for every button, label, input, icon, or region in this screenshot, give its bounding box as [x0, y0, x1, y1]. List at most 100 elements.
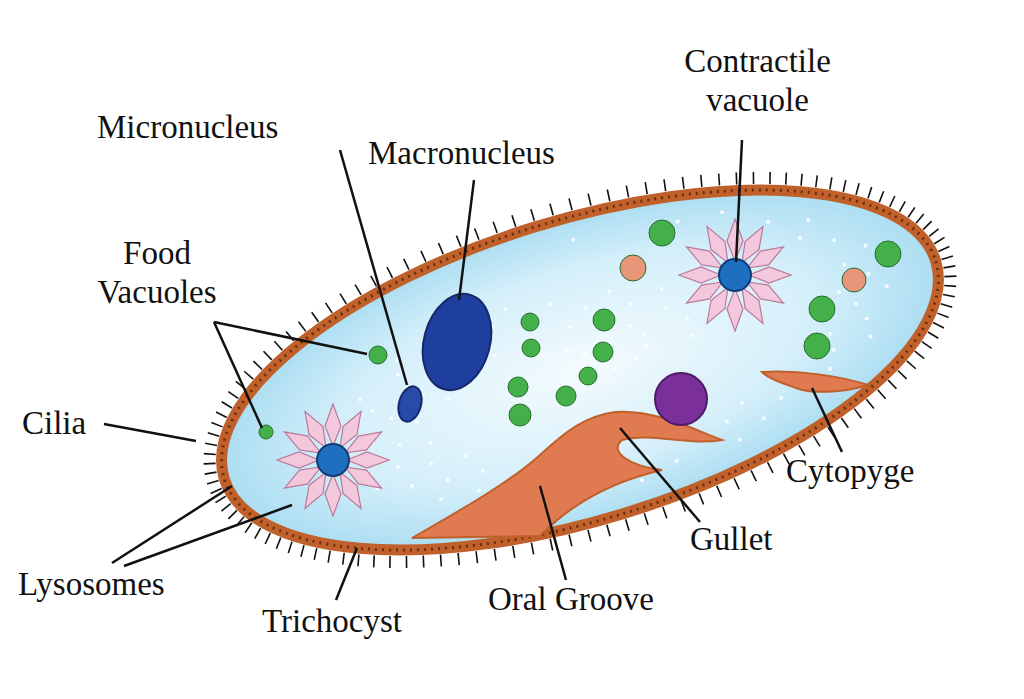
cilium: [274, 341, 282, 350]
vacuole-petal: [679, 267, 721, 283]
speck: [854, 302, 858, 306]
speck: [568, 325, 572, 329]
cilium: [358, 554, 359, 566]
cilium: [588, 194, 591, 206]
speck: [429, 441, 433, 445]
part-label: Macronucleus: [368, 134, 648, 173]
cilium: [734, 478, 739, 489]
cilium: [626, 186, 628, 198]
speck: [541, 353, 545, 357]
cilium: [814, 436, 820, 446]
cilium: [899, 201, 905, 211]
speck: [390, 416, 394, 420]
vacuole-center: [317, 444, 349, 476]
cilium: [868, 187, 872, 198]
part-label: Micronucleus: [97, 108, 367, 147]
cilium: [830, 177, 832, 189]
speck: [885, 284, 889, 288]
speck: [798, 236, 802, 240]
cilium: [421, 251, 426, 262]
speck: [358, 397, 362, 401]
cilium: [314, 548, 317, 560]
cilium: [569, 199, 572, 211]
cilium: [550, 539, 553, 551]
vacuole-petal: [749, 267, 791, 283]
vacuole-dot: [509, 404, 531, 426]
speck: [740, 401, 744, 405]
cilium: [923, 221, 932, 229]
food-vacuoles: [259, 220, 901, 439]
vacuole-dot: [369, 346, 387, 364]
speck: [463, 454, 467, 458]
cilium: [644, 513, 648, 524]
vacuole-center: [719, 259, 751, 291]
speck: [396, 465, 400, 469]
speck: [477, 489, 481, 493]
speck: [370, 409, 374, 413]
vacuole-petal: [277, 452, 319, 468]
cilium: [404, 259, 409, 270]
cilium: [941, 256, 952, 260]
part-label: Contractile vacuole: [640, 42, 875, 120]
part-label: Trichocyst: [262, 602, 452, 641]
purple-vacuole: [655, 373, 707, 425]
speck: [633, 356, 637, 360]
cilium: [204, 463, 216, 465]
speck: [415, 420, 419, 424]
cilium: [406, 556, 408, 568]
speck: [766, 220, 770, 224]
contractile-vacuole-shape: [277, 404, 389, 516]
cilium: [493, 222, 497, 233]
cilium: [879, 191, 883, 202]
part-label: Cilia: [22, 404, 112, 443]
vacuole-dot: [593, 342, 613, 362]
speck: [629, 302, 633, 306]
cilium: [937, 313, 948, 317]
speck: [398, 443, 402, 447]
cilium: [843, 180, 846, 192]
cilium: [208, 433, 219, 436]
macronucleus-shape: [412, 286, 501, 398]
speck: [643, 332, 647, 336]
cilium: [343, 553, 344, 565]
micronucleus-shape: [395, 384, 426, 424]
cilium: [645, 182, 647, 194]
speck: [549, 302, 553, 306]
cilium: [916, 214, 924, 223]
cilium: [908, 207, 915, 217]
cilium: [769, 172, 771, 184]
cilium: [854, 409, 861, 419]
cilium: [943, 266, 955, 268]
cilium: [221, 504, 230, 511]
speck: [832, 348, 836, 352]
cilium: [767, 462, 772, 473]
vacuole-dot: [579, 367, 597, 385]
speck: [806, 218, 810, 222]
cilium: [866, 399, 874, 408]
cilium: [941, 304, 952, 307]
cilium: [245, 523, 252, 533]
cilium: [907, 361, 916, 369]
speck: [613, 366, 617, 370]
cilium: [512, 215, 516, 226]
vacuole-dot: [809, 296, 835, 322]
cilium: [663, 507, 667, 518]
cilium: [801, 174, 802, 186]
cilium: [228, 392, 238, 399]
cilium: [928, 332, 938, 338]
cilium: [929, 229, 938, 236]
cilium: [255, 528, 261, 538]
speck: [396, 373, 400, 377]
cilium: [735, 172, 737, 184]
cilium: [841, 418, 848, 428]
speck: [832, 238, 836, 242]
part-label: Oral Groove: [488, 580, 718, 619]
cilium: [222, 402, 232, 408]
speck: [863, 244, 867, 248]
vacuole-petal: [727, 219, 743, 261]
cilium: [699, 493, 703, 504]
part-label: Food Vacuoles: [62, 234, 252, 312]
cilium: [550, 204, 553, 216]
speck: [865, 317, 869, 321]
cilium: [682, 177, 683, 189]
